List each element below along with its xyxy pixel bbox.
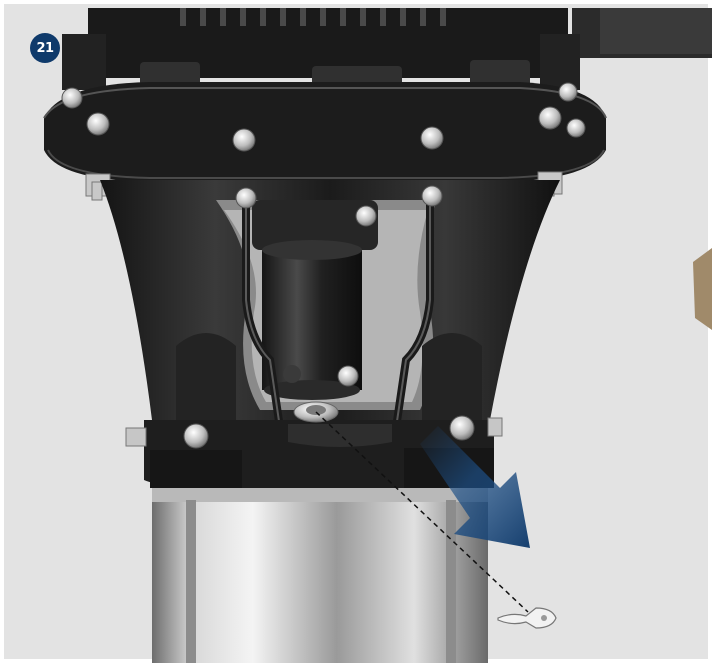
- step-number-label: 21: [36, 40, 54, 56]
- step-number-badge: 21: [30, 33, 60, 63]
